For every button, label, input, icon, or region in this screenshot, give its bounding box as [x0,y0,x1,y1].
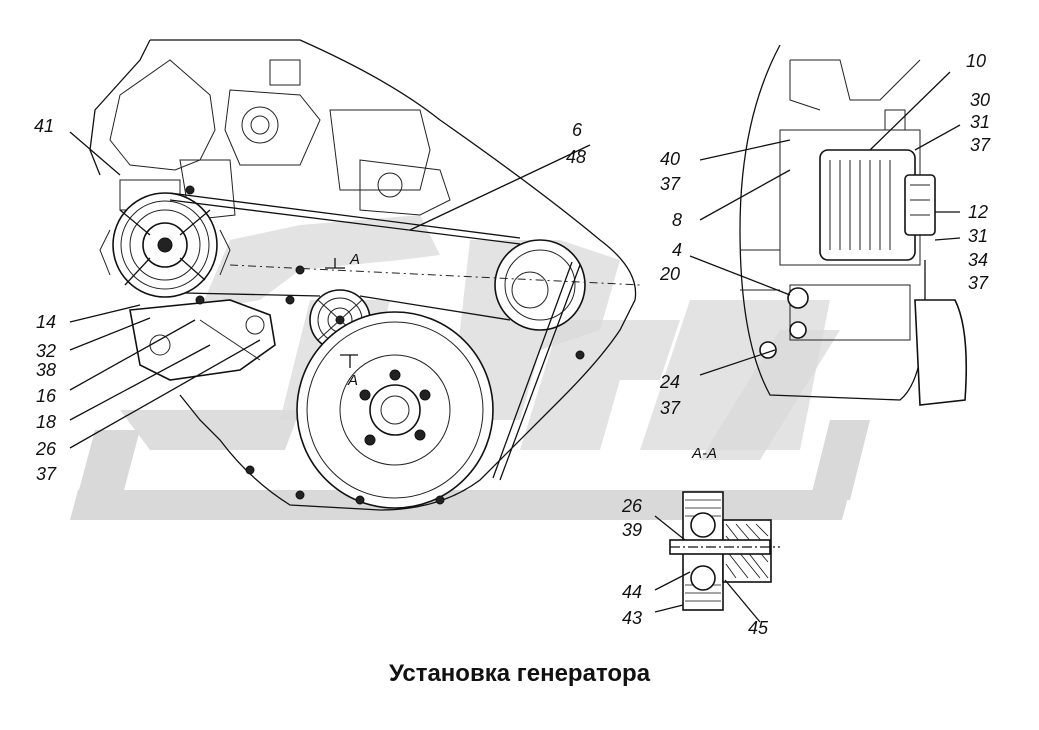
tension-bracket [129,299,276,381]
pulley-section-detail [669,491,780,611]
callout-32: 32 [36,341,56,361]
leader-lines [69,71,961,623]
callout-20: 20 [659,264,680,284]
diagram-caption: Установка генератора [388,660,651,687]
callout-43: 43 [622,608,642,628]
callout-34: 34 [968,250,988,270]
callout-30: 30 [970,90,990,110]
callout-16: 16 [36,386,57,406]
callout-8: 8 [672,210,682,230]
callout-45: 45 [748,618,769,638]
callout-37: 37 [36,464,57,484]
generator-pulley [99,192,231,298]
callout-4: 4 [672,240,682,260]
callout-48: 48 [566,147,586,167]
callout-37-upper: 37 [970,135,991,155]
callout-12: 12 [968,202,988,222]
tension-pulley [494,239,586,331]
section-label-a-a: A-A [691,445,717,462]
engine-front-view: A A [89,39,641,511]
callout-24: 24 [659,372,680,392]
callout-40: 40 [660,149,680,169]
callout-41: 41 [34,116,54,136]
alternator-body [819,149,936,261]
section-mark-a-top: A [349,251,360,268]
side-view-a-a: A-A [691,44,968,462]
callout-31-lower: 31 [968,226,988,246]
callout-37-right: 37 [968,273,989,293]
callout-26: 26 [35,439,57,459]
callout-37-lower: 37 [660,398,681,418]
crankshaft-pulley [296,311,494,509]
section-mark-a-mid: A [347,372,358,389]
callout-31-upper: 31 [970,112,990,132]
callout-44: 44 [622,582,642,602]
callout-labels: 41 6 48 14 32 38 16 18 26 37 10 30 31 37… [34,51,991,638]
callout-37-left: 37 [660,174,681,194]
callout-38: 38 [36,360,56,380]
fasteners [185,185,585,505]
callout-18: 18 [36,412,56,432]
callout-14: 14 [36,312,56,332]
callout-39: 39 [622,520,642,540]
callout-6: 6 [572,120,583,140]
drive-belt [169,192,581,481]
callout-10: 10 [966,51,986,71]
callout-26-detail: 26 [621,496,643,516]
